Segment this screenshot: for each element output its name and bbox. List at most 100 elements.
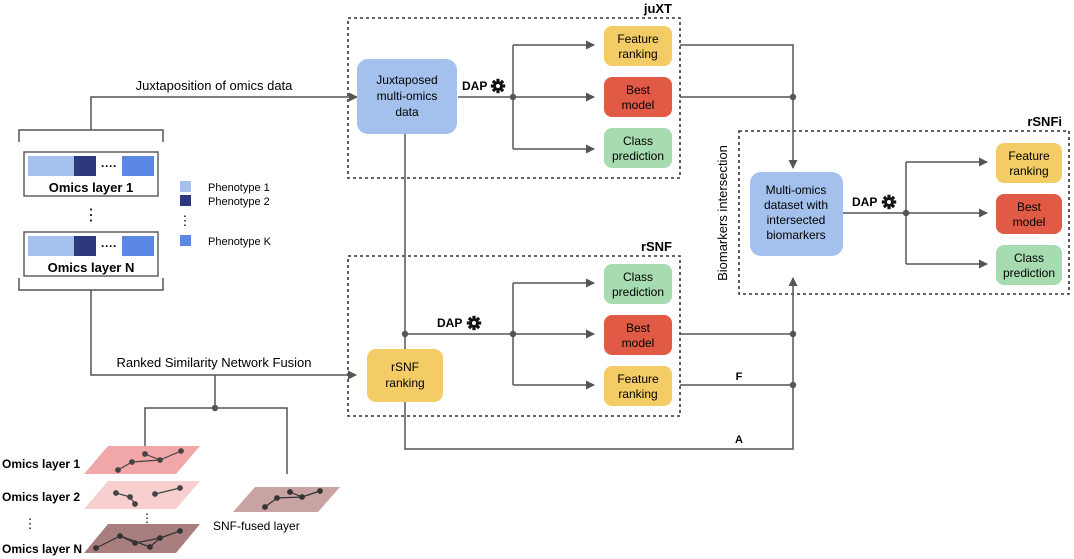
omics-bracket-bottom [18,278,164,291]
juxtaposed-data-line1: Juxtaposed [376,73,437,87]
legend-swatch-pheno2 [180,195,191,206]
rsnf-ranking-box [367,349,443,402]
omics-layer-n-seg-pheno1 [28,236,74,256]
omics-layer-n-seg-phenoK [122,236,154,256]
junction-dot [789,330,797,338]
rsnfi-best-model-line1: Best [1017,200,1042,214]
gear-icon [878,191,900,213]
junction-dot [509,93,517,101]
omics-layer-1-seg-pheno2 [74,156,96,176]
network-layer-1 [84,446,200,474]
label-biomarkers-intersection: Biomarkers intersection [715,145,730,281]
rsnfi-class-prediction-line2: prediction [1003,266,1055,280]
connectors [90,40,988,474]
legend-vdots: ⋮ [179,213,192,228]
juxt-class-prediction-line1: Class [623,134,653,148]
juxt-best-model-box [604,77,672,117]
juxt-feature-ranking-box [604,26,672,66]
rsnf-class-prediction-line1: Class [623,270,653,284]
multi-omics-dataset-line2: dataset with [764,198,828,212]
junction-dot [789,93,797,101]
omics-bracket-top [18,129,164,142]
multi-omics-dataset-box [750,172,843,256]
rsnfi-best-model-box [996,194,1062,234]
rsnf-class-prediction-box [604,264,672,304]
juxtaposed-data-line2: multi-omics [377,89,438,103]
junction-dot [211,404,219,412]
junction-dot [401,330,409,338]
network-layer-2-plane [84,481,200,509]
juxt-feature-ranking-line2: ranking [618,47,657,61]
multi-omics-dataset-line1: Multi-omics [766,183,827,197]
junction-dot [509,330,517,338]
juxt-best-model-line1: Best [626,83,651,97]
rsnf-feature-ranking-box [604,366,672,406]
legend-swatch-phenoK [180,235,191,246]
rsnf-ranking-line1: rSNF [391,360,419,374]
legend-label-pheno2: Phenotype 2 [208,196,270,208]
edge-ranked-fusion [90,290,357,380]
network-label-vdots: ⋮ [24,516,37,531]
juxt-best-model-line2: model [622,98,655,112]
juxt-class-prediction-box [604,128,672,168]
dap-label-rsnf: DAP [437,316,462,330]
rsnfi-feature-ranking-box [996,143,1062,183]
omics-layer-n-label: Omics layer N [48,260,135,275]
network-layer-2 [84,481,200,509]
rsnf-class-prediction-line2: prediction [612,285,664,299]
label-juxtaposition: Juxtaposition of omics data [136,78,294,93]
rsnf-best-model-line2: model [622,336,655,350]
gear-icon [463,312,485,334]
network-label-fused: SNF-fused layer [213,519,300,533]
label-a: A [735,434,743,446]
label-f: F [736,371,743,383]
network-label-layer-2: Omics layer 2 [2,490,80,504]
rsnfi-section-title: rSNFi [1027,114,1062,129]
rsnf-best-model-line1: Best [626,321,651,335]
omics-input-group: ···· Omics layer 1 ⋮ ···· Omics layer N [18,129,164,291]
multi-omics-dataset-line4: biomarkers [766,228,825,242]
omics-layer-1-seg-pheno1 [28,156,74,176]
rsnf-ranking-line2: ranking [385,376,424,390]
rsnfi-best-model-line2: model [1013,215,1046,229]
edge-juxtaposition [90,92,358,130]
edge-a-path [404,385,794,450]
omics-layer-1-label: Omics layer 1 [49,180,134,195]
edge-juxt-feature-out [680,44,794,97]
juxt-class-prediction-line2: prediction [612,149,664,163]
network-layer-1-plane [84,446,200,474]
legend-swatch-pheno1 [180,181,191,192]
network-fused-plane [233,487,340,512]
network-fused-layer [233,487,340,512]
omics-layer-n-seg-pheno2 [74,236,96,256]
rsnfi-class-prediction-box [996,245,1062,285]
network-label-layer-n: Omics layer N [2,542,82,556]
dap-label-rsnfi: DAP [852,195,877,209]
gear-icon [487,75,509,97]
omics-layer-1-seg-phenoK [122,156,154,176]
rsnf-feature-ranking-line2: ranking [618,387,657,401]
dap-label-juxt: DAP [462,79,487,93]
network-layers-vdots: ⋮ [141,511,153,525]
network-label-layer-1: Omics layer 1 [2,457,80,471]
omics-layer-n-dots: ···· [101,239,117,253]
multi-omics-dataset-line3: intersected [767,213,826,227]
rsnfi-class-prediction-line1: Class [1014,251,1044,265]
junction-dot [789,381,797,389]
juxt-section-title: juXT [643,1,672,16]
legend-label-pheno1: Phenotype 1 [208,182,270,194]
phenotype-legend: Phenotype 1 Phenotype 2 ⋮ Phenotype K [179,181,272,248]
juxtaposed-data-box [357,59,457,134]
rsnf-section-title: rSNF [641,239,672,254]
omics-layers-vdots: ⋮ [83,207,99,224]
rsnfi-feature-ranking-line1: Feature [1008,149,1050,163]
rsnf-feature-ranking-line1: Feature [617,372,659,386]
rsnf-best-model-box [604,315,672,355]
legend-label-phenoK: Phenotype K [208,236,272,248]
rsnfi-feature-ranking-line2: ranking [1009,164,1048,178]
label-ranked-fusion: Ranked Similarity Network Fusion [116,355,311,370]
network-layer-n-plane [84,524,200,553]
omics-layer-1-dots: ···· [101,159,117,173]
juxtaposed-data-line3: data [395,105,419,119]
